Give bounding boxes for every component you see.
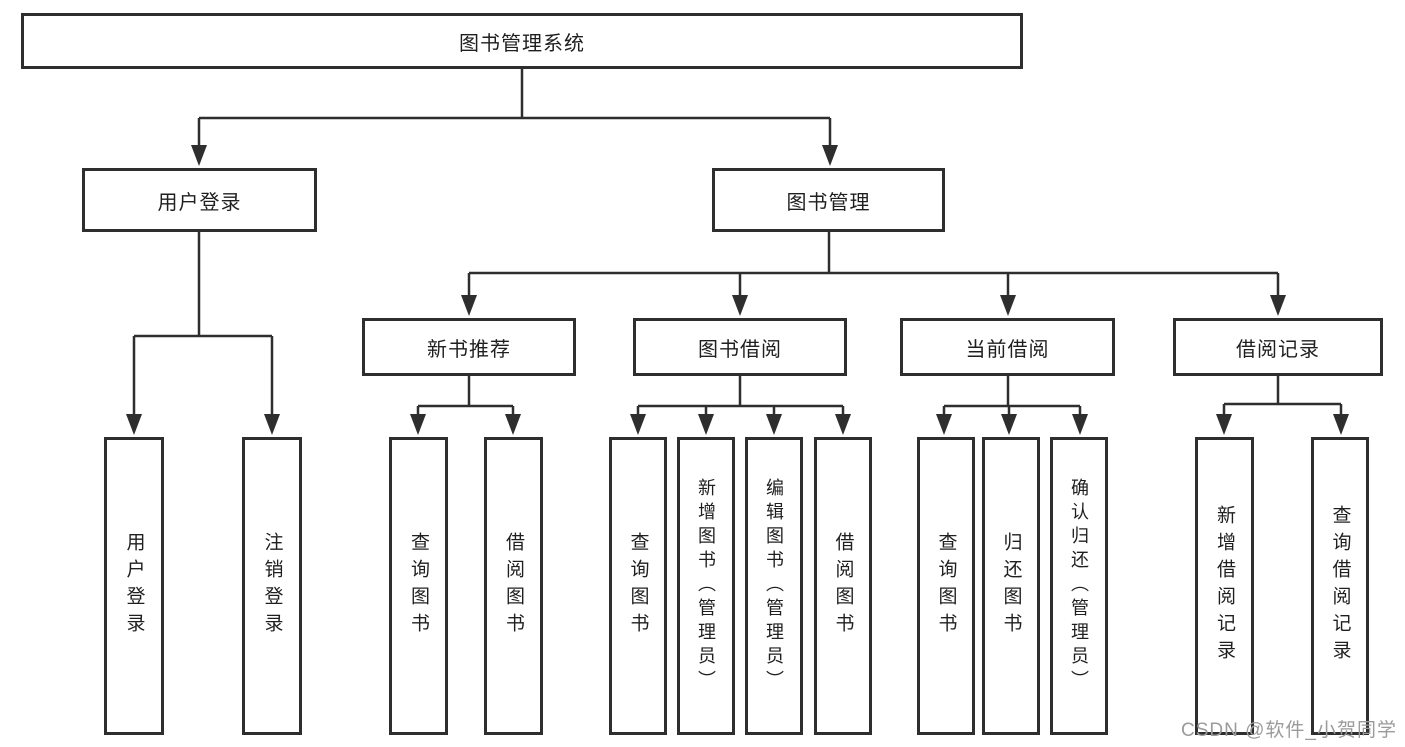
node-user-login-label: 用户登录	[157, 191, 242, 214]
leaf-logout-label: 注销登录	[261, 532, 283, 640]
leaf-return-book-label: 归还图书	[1000, 532, 1022, 640]
leaf-query-borrow-record-label: 查询借阅记录	[1329, 505, 1351, 667]
leaf-query-book-current-label: 查询图书	[935, 532, 957, 640]
leaf-edit-book-admin-label: 编辑图书（管理员）	[764, 478, 784, 694]
leaf-query-borrow-record: 查询借阅记录	[1311, 437, 1369, 735]
node-current-borrow-label: 当前借阅	[965, 338, 1050, 361]
leaf-user-login: 用户登录	[104, 437, 164, 735]
leaf-user-login-label: 用户登录	[123, 532, 145, 640]
node-new-book-recommend: 新书推荐	[362, 318, 576, 376]
leaf-query-book-recommend-label: 查询图书	[408, 532, 429, 640]
leaf-borrow-book-label: 借阅图书	[832, 532, 854, 640]
leaf-edit-book-admin: 编辑图书（管理员）	[745, 437, 803, 735]
leaf-borrow-book: 借阅图书	[814, 437, 872, 735]
leaf-logout: 注销登录	[242, 437, 302, 735]
watermark: CSDN @软件_小贺同学	[1181, 720, 1397, 741]
node-new-book-recommend-label: 新书推荐	[427, 338, 511, 361]
leaf-add-borrow-record-label: 新增借阅记录	[1214, 505, 1235, 667]
node-book-borrow: 图书借阅	[633, 318, 847, 376]
leaf-query-book-current: 查询图书	[917, 437, 975, 735]
leaf-borrow-book-recommend: 借阅图书	[484, 437, 543, 735]
leaf-query-book-recommend: 查询图书	[389, 437, 448, 735]
node-user-login: 用户登录	[82, 168, 317, 232]
leaf-confirm-return-admin: 确认归还（管理员）	[1050, 437, 1108, 735]
node-book-management-label: 图书管理	[786, 191, 871, 214]
leaf-query-book-borrow-label: 查询图书	[627, 532, 649, 640]
leaf-add-borrow-record: 新增借阅记录	[1195, 437, 1254, 735]
node-book-borrow-label: 图书借阅	[698, 338, 782, 361]
node-library-system-label: 图书管理系统	[459, 32, 585, 55]
leaf-query-book-borrow: 查询图书	[609, 437, 667, 735]
node-borrow-records-label: 借阅记录	[1236, 338, 1320, 361]
node-borrow-records: 借阅记录	[1173, 318, 1383, 376]
node-book-management: 图书管理	[712, 168, 945, 232]
node-current-borrow: 当前借阅	[900, 318, 1115, 376]
leaf-add-book-admin-label: 新增图书（管理员）	[696, 478, 716, 694]
leaf-borrow-book-recommend-label: 借阅图书	[503, 532, 524, 640]
node-library-system: 图书管理系统	[21, 13, 1023, 69]
leaf-add-book-admin: 新增图书（管理员）	[677, 437, 735, 735]
leaf-return-book: 归还图书	[982, 437, 1040, 735]
leaf-confirm-return-admin-label: 确认归还（管理员）	[1069, 478, 1089, 694]
